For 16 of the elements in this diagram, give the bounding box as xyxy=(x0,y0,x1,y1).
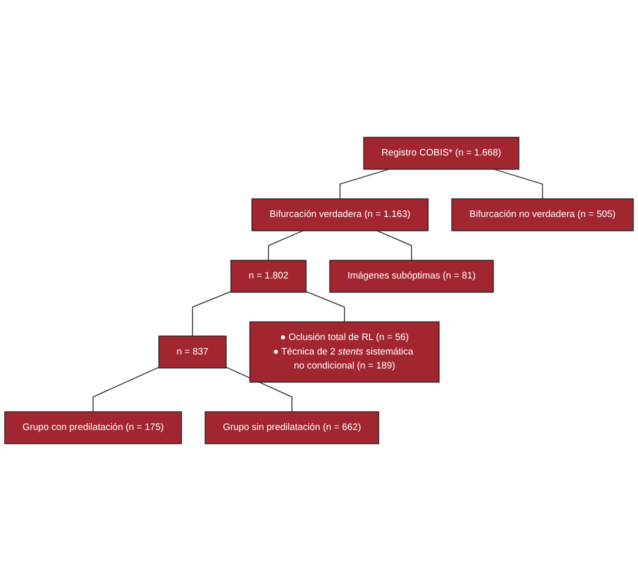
node-box: Bifurcación verdadera (n = 1.163) xyxy=(251,198,429,232)
connector xyxy=(226,366,292,412)
connector xyxy=(306,291,345,322)
node-box: Grupo con predilatación (n = 175) xyxy=(4,411,182,444)
node-box: Registro COBIS* (n = 1.668) xyxy=(363,136,520,170)
node-box: Bifurcación no verdadera (n = 505) xyxy=(451,198,634,232)
connector xyxy=(92,366,160,412)
node-box: Imágenes subóptimas (n = 81) xyxy=(329,260,494,293)
connector xyxy=(268,230,304,261)
connector xyxy=(340,168,390,200)
node-box: ● Oclusión total de RL (n = 56) ● Técnica de 2 stents sistemática no condicional (n = 189) xyxy=(249,321,440,383)
connector xyxy=(376,230,412,261)
node-box: Grupo sin predilatación (n = 662) xyxy=(204,411,380,444)
connector xyxy=(493,168,543,200)
node-box: n = 837 xyxy=(158,336,227,368)
node-box: n = 1.802 xyxy=(230,260,307,293)
